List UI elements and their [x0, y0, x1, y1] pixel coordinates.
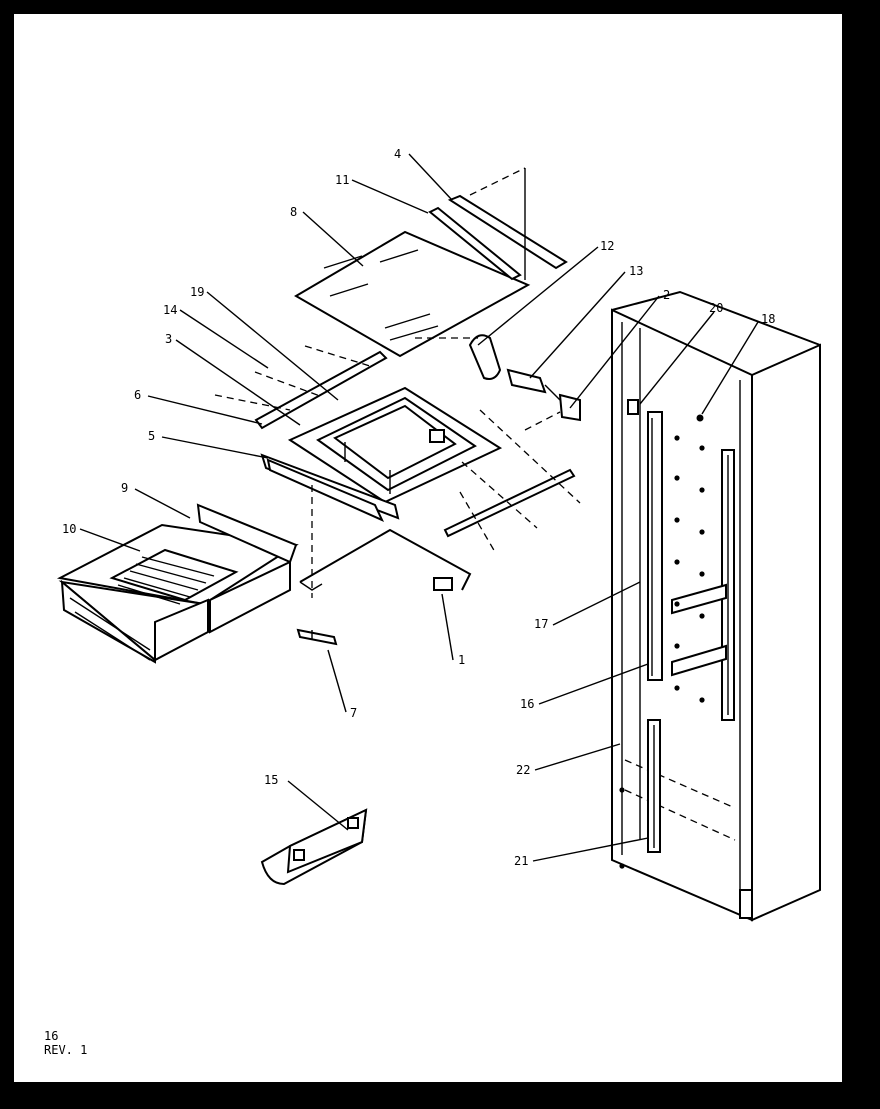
callout-10: 10: [62, 522, 76, 536]
crisper-pans: [56, 503, 299, 664]
callout-14: 14: [163, 303, 177, 317]
cabinet-liner: [611, 290, 821, 922]
support-rails: [214, 345, 581, 553]
callout-8: 8: [290, 205, 297, 219]
callout-16: 16: [520, 697, 534, 711]
callout-6: 6: [134, 388, 141, 402]
callout-18: 18: [761, 312, 775, 326]
wire-divider: [299, 485, 472, 598]
callout-12: 12: [600, 239, 614, 253]
callout-7: 7: [350, 706, 357, 720]
callout-3: 3: [165, 332, 172, 346]
callout-11: 11: [335, 173, 349, 187]
screw-holes: [619, 414, 705, 869]
clip-part: [296, 628, 338, 646]
page-number: 16: [44, 1029, 59, 1043]
callout-5: 5: [148, 429, 155, 443]
callout-9: 9: [121, 481, 128, 495]
callout-21: 21: [514, 854, 528, 868]
leader-lines: [79, 153, 759, 862]
glass-shelf: [294, 230, 531, 358]
callout-1: 1: [458, 653, 465, 667]
callouts: 4 11 8 12 13 2 20 18 19 14 3 6 5 9 10 1 …: [62, 147, 775, 868]
callout-20: 20: [709, 301, 723, 315]
callout-13: 13: [629, 264, 643, 278]
crisper-cover-frame: [287, 386, 503, 504]
door-bin: [260, 808, 368, 886]
callout-19: 19: [190, 285, 204, 299]
callout-15: 15: [264, 773, 278, 787]
bracket-hinge: [415, 334, 581, 422]
callout-17: 17: [534, 617, 548, 631]
callout-2: 2: [663, 288, 670, 302]
callout-22: 22: [516, 763, 530, 777]
shelf-supports: [627, 399, 735, 853]
revision-label: REV. 1: [44, 1043, 88, 1057]
shelf-trim: [428, 167, 568, 281]
callout-4: 4: [394, 147, 401, 161]
